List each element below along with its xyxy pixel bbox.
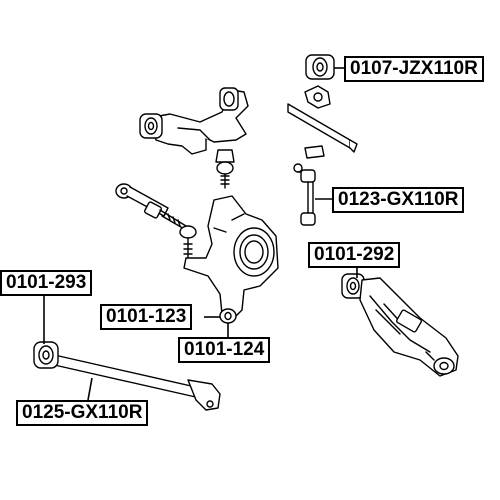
label-knuckle-bushing-lower: 0101-124: [178, 337, 271, 363]
stabilizer-bushing-part: [305, 54, 335, 80]
label-knuckle-bushing-upper: 0101-123: [100, 304, 193, 330]
label-lower-arm-bushing: 0101-292: [308, 242, 401, 268]
upper-arm-part: [139, 87, 249, 189]
lower-arm-part: [341, 273, 459, 377]
knuckle-part: [183, 195, 279, 324]
stabilizer-link-part: [293, 163, 316, 226]
label-trailing-arm-bushing: 0101-293: [0, 270, 93, 296]
stabilizer-bracket-part: [304, 85, 331, 109]
lateral-link-part: [33, 341, 221, 411]
leader-lateral-link: [87, 377, 93, 401]
toe-link-part: [115, 183, 197, 259]
label-lateral-link: 0125-GX110R: [16, 400, 149, 426]
label-stabilizer-bushing: 0107-JZX110R: [344, 56, 484, 82]
stabilizer-bar-part: [287, 103, 358, 159]
label-stabilizer-link: 0123-GX110R: [332, 187, 465, 213]
